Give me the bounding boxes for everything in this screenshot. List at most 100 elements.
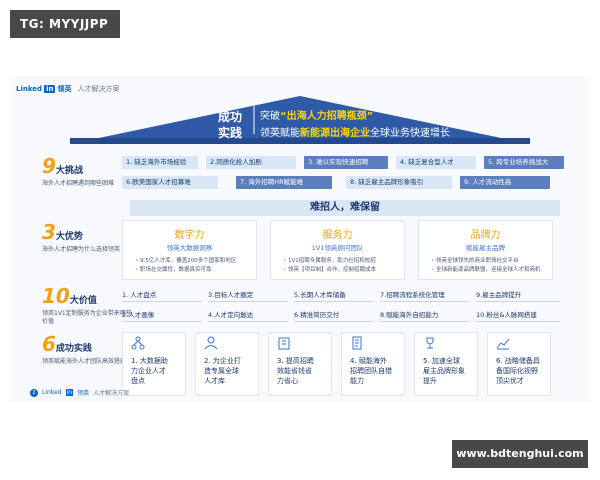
footer-in-badge: in (65, 389, 74, 396)
footer-subtitle: 人才解决方案 (93, 390, 130, 397)
practice-text: 3. 提高招聘效能省钱省力省心 (277, 356, 331, 386)
brand-name: Linked (16, 85, 43, 93)
advantage-heading: 数字力 (174, 230, 205, 241)
advantage-point: 领英全球领先的商业职场社交平台 (431, 257, 552, 266)
value-item: 10.粉丝&人脉网搭建 (476, 308, 560, 322)
roof-left-title: 成功 实践 (210, 109, 250, 141)
advantages-desc: 海外人才招聘为什么选择领英 (42, 246, 121, 253)
challenge-item: 2.同质化抢人加剧 (206, 156, 296, 169)
value-item: 9.雇主品牌提升 (476, 288, 560, 302)
advantage-subheading: 1V1领英顾问团队 (311, 244, 364, 252)
practice-line: 造专属全球 (204, 367, 239, 375)
value-item: 3.目标人才圈定 (208, 288, 288, 302)
roof-line1-pre: 突破 (260, 111, 280, 122)
advantage-heading: 品牌力 (470, 230, 501, 241)
challenge-item: 9. 人才流动性高 (460, 176, 550, 189)
roof-left-line2: 实践 (217, 126, 242, 140)
practice-line: 效能省钱省 (277, 367, 312, 375)
chart-icon (496, 338, 510, 350)
practice-line: 能力 (350, 377, 364, 385)
values-number: 10 (42, 284, 70, 308)
practice-card: 1. 大数据助力企业人才盘点 (122, 332, 186, 396)
value-item: 2.人才画像 (122, 308, 202, 322)
challenges-label: 9大挑战 海外人才招聘遇到哪些困难 (42, 154, 132, 188)
practices-label: 6成功实践 领英赋能海外人才团队高效搭建 (42, 332, 132, 366)
value-item: 1. 人才盘点 (122, 288, 202, 302)
practice-line: 盘点 (131, 377, 145, 385)
practice-line: 备国际化视野 (496, 367, 538, 375)
advantage-subheading: 领英大数据洞察 (166, 244, 213, 252)
values-label: 10大价值 领英1V1定制服务为企业带来哪些价值 (42, 284, 132, 326)
practice-text: 5. 加速全球雇主品牌形象提升 (423, 356, 477, 386)
value-item: 5.长期人才库储备 (294, 288, 374, 302)
roof-left-line1: 成功 (217, 110, 242, 124)
value-item: 8.赋能海外自招能力 (380, 308, 470, 322)
practice-card: 5. 加速全球雇主品牌形象提升 (414, 332, 478, 396)
trophy-icon (426, 337, 434, 349)
advantage-subheading: 赋能雇主品牌 (466, 244, 505, 252)
document-icon (352, 336, 362, 350)
advantages-label: 3大优势 海外人才招聘为什么选择领英 (42, 220, 132, 254)
page-number: 2 (30, 388, 38, 397)
watermark-top: TG: MYYJJPP (10, 10, 120, 38)
roof-line2-highlight: 新能源出海企业 (300, 128, 370, 139)
practice-text: 6. 战略储备具备国际化视野顶尖优才 (496, 356, 550, 386)
practices-title: 成功实践 (55, 344, 92, 354)
challenge-item: 1. 缺乏海外市场经验 (122, 156, 198, 169)
practice-line: 6. 战略储备具 (496, 357, 540, 365)
challenge-item: 8. 缺乏雇主品牌形象吸引 (346, 176, 452, 189)
value-item: 6.精准简历交付 (294, 308, 374, 322)
brand-in-badge: in (44, 85, 56, 93)
practice-line: 雇主品牌形象 (423, 367, 465, 375)
roof-shape (70, 96, 530, 144)
advantages-number: 3 (42, 220, 56, 244)
advantage-point: 职场社交属性，数据真实可靠 (135, 266, 256, 275)
practice-line: 力省心 (277, 377, 298, 385)
advantage-point: 9.5亿人才库，覆盖200多个国家和地区 (135, 257, 256, 266)
practice-line: 顶尖优才 (496, 377, 524, 385)
challenges-desc: 海外人才招聘遇到哪些困难 (42, 180, 115, 187)
footer-brand-name: Linked (42, 389, 62, 396)
roof-header: 成功 实践 突破“出海人力招聘瓶颈” 领英赋能新能源出海企业全球业务快速增长 (10, 94, 590, 149)
value-item: 7.招聘流程系统化管理 (380, 288, 470, 302)
advantage-point: 1V1招聘专属服务，助力社招和校招 (283, 257, 404, 266)
roof-line1-highlight: “出海人力招聘瓶颈” (280, 111, 374, 122)
practice-line: 人才库 (204, 377, 225, 385)
practice-line: 3. 提高招聘 (277, 357, 314, 365)
practice-line: 2. 为企业打 (204, 357, 241, 365)
practice-text: 1. 大数据助力企业人才盘点 (131, 356, 185, 386)
roof-line2-b: 全球业务快速增长 (370, 128, 450, 139)
challenge-item: 6.欧美国家人才招募难 (122, 176, 218, 189)
advantages-title: 大优势 (55, 232, 83, 242)
challenges-number: 9 (42, 154, 56, 178)
value-item: 4.人才定向触达 (208, 308, 288, 322)
practice-card: 3. 提高招聘效能省钱省力省心 (268, 332, 332, 396)
practices-number: 6 (42, 332, 56, 356)
roof-right-text: 突破“出海人力招聘瓶颈” 领英赋能新能源出海企业全球业务快速增长 (260, 108, 450, 142)
challenge-item: 5. 跨专业培养挑战大 (484, 156, 564, 169)
practice-line: 招聘团队自猎 (350, 367, 392, 375)
roof-line2-a: 领英赋能 (260, 128, 300, 139)
challenge-item: 4. 缺乏复合型人才 (396, 156, 476, 169)
footer-brand-cn: 领英 (77, 390, 90, 397)
practice-card: 4. 赋能海外招聘团队自猎能力 (341, 332, 405, 396)
brand-cn: 领英 (57, 85, 72, 93)
person-icon (204, 336, 218, 350)
building-icon (278, 337, 290, 350)
advantage-card-service: 服务力 1V1领英顾问团队 1V1招聘专属服务，助力社招和校招领英【项目制】合作… (270, 220, 405, 280)
practice-card: 6. 战略储备具备国际化视野顶尖优才 (487, 332, 551, 396)
challenges-title: 大挑战 (55, 166, 83, 176)
watermark-bottom: www.bdtenghui.com (452, 440, 588, 468)
challenge-item: 3. 难以实现快速招聘 (304, 156, 388, 169)
advantage-point: 全球新能源品牌联盟，连接全球人才和商机 (431, 266, 552, 275)
practice-text: 2. 为企业打造专属全球人才库 (204, 356, 258, 386)
practice-text: 4. 赋能海外招聘团队自猎能力 (350, 356, 404, 386)
practice-line: 5. 加速全球 (423, 357, 460, 365)
advantage-card-brand: 品牌力 赋能雇主品牌 领英全球领先的商业职场社交平台全球新能源品牌联盟，连接全球… (418, 220, 553, 280)
brand-subtitle: 人才解决方案 (77, 85, 120, 93)
advantage-card-data: 数字力 领英大数据洞察 9.5亿人才库，覆盖200多个国家和地区职场社交属性，数… (122, 220, 257, 280)
values-title: 大价值 (69, 296, 97, 306)
practice-line: 力企业人才 (131, 367, 166, 375)
